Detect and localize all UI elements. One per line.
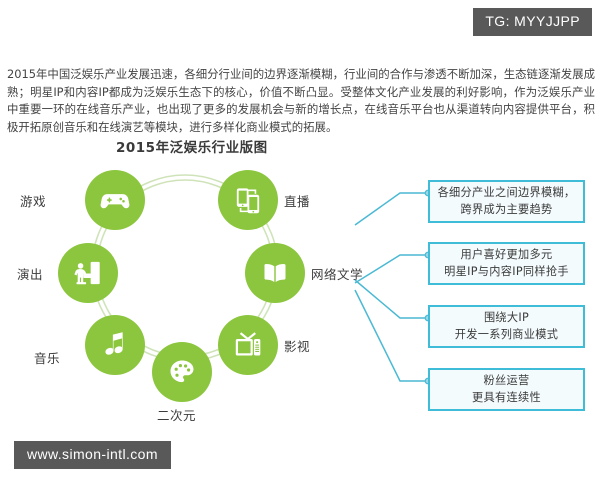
callout-box-3[interactable]: 围绕大IP 开发一系列商业模式 <box>428 305 585 348</box>
node-music[interactable] <box>85 315 145 375</box>
node-label-live-streaming: 直播 <box>284 194 311 209</box>
palette-icon <box>166 356 198 388</box>
node-label-film-tv: 影视 <box>284 339 311 354</box>
piano-player-icon <box>71 256 105 290</box>
node-label-games: 游戏 <box>20 194 47 209</box>
callout-3-line-2: 开发一系列商业模式 <box>454 327 559 341</box>
callout-2-line-1: 用户喜好更加多元 <box>460 248 553 261</box>
bottom-watermark-url: www.simon-intl.com <box>14 441 171 469</box>
node-live-streaming[interactable] <box>218 170 278 230</box>
callout-3-line-1: 围绕大IP <box>483 311 530 324</box>
callout-1-line-1: 各细分产业之间边界模糊， <box>437 186 576 199</box>
gamepad-icon <box>98 183 132 217</box>
callout-2-line-2: 明星IP与内容IP同样抢手 <box>444 264 569 278</box>
node-label-web-literature: 网络文学 <box>311 267 364 282</box>
open-book-icon <box>259 257 291 289</box>
intro-paragraph: 2015年中国泛娱乐产业发展迅速，各细分行业间的边界逐渐模糊，行业间的合作与渗透… <box>7 67 595 134</box>
callout-1-line-2: 跨界成为主要趋势 <box>460 202 553 216</box>
television-icon <box>231 328 265 362</box>
node-label-music: 音乐 <box>34 351 61 366</box>
top-watermark-tag: TG: MYYJJPP <box>473 8 592 36</box>
node-film-tv[interactable] <box>218 315 278 375</box>
callout-4-line-1: 粉丝运营 <box>483 374 530 387</box>
node-acg[interactable] <box>152 342 212 402</box>
callout-4-line-2: 更具有连续性 <box>472 390 541 404</box>
node-web-literature[interactable] <box>245 243 305 303</box>
callout-box-4[interactable]: 粉丝运营 更具有连续性 <box>428 368 585 411</box>
node-label-acg: 二次元 <box>157 408 197 423</box>
callout-connector-lines <box>354 189 432 385</box>
smartphones-icon <box>231 183 265 217</box>
callout-box-2[interactable]: 用户喜好更加多元 明星IP与内容IP同样抢手 <box>428 242 585 285</box>
node-games[interactable] <box>85 170 145 230</box>
node-label-performance: 演出 <box>17 267 44 282</box>
industry-map-diagram: 游戏 直播 网络文学 <box>0 155 600 425</box>
music-note-icon <box>98 328 132 362</box>
callout-box-1[interactable]: 各细分产业之间边界模糊， 跨界成为主要趋势 <box>428 180 585 223</box>
node-performance[interactable] <box>58 243 118 303</box>
chart-title: 2015年泛娱乐行业版图 <box>116 140 268 156</box>
